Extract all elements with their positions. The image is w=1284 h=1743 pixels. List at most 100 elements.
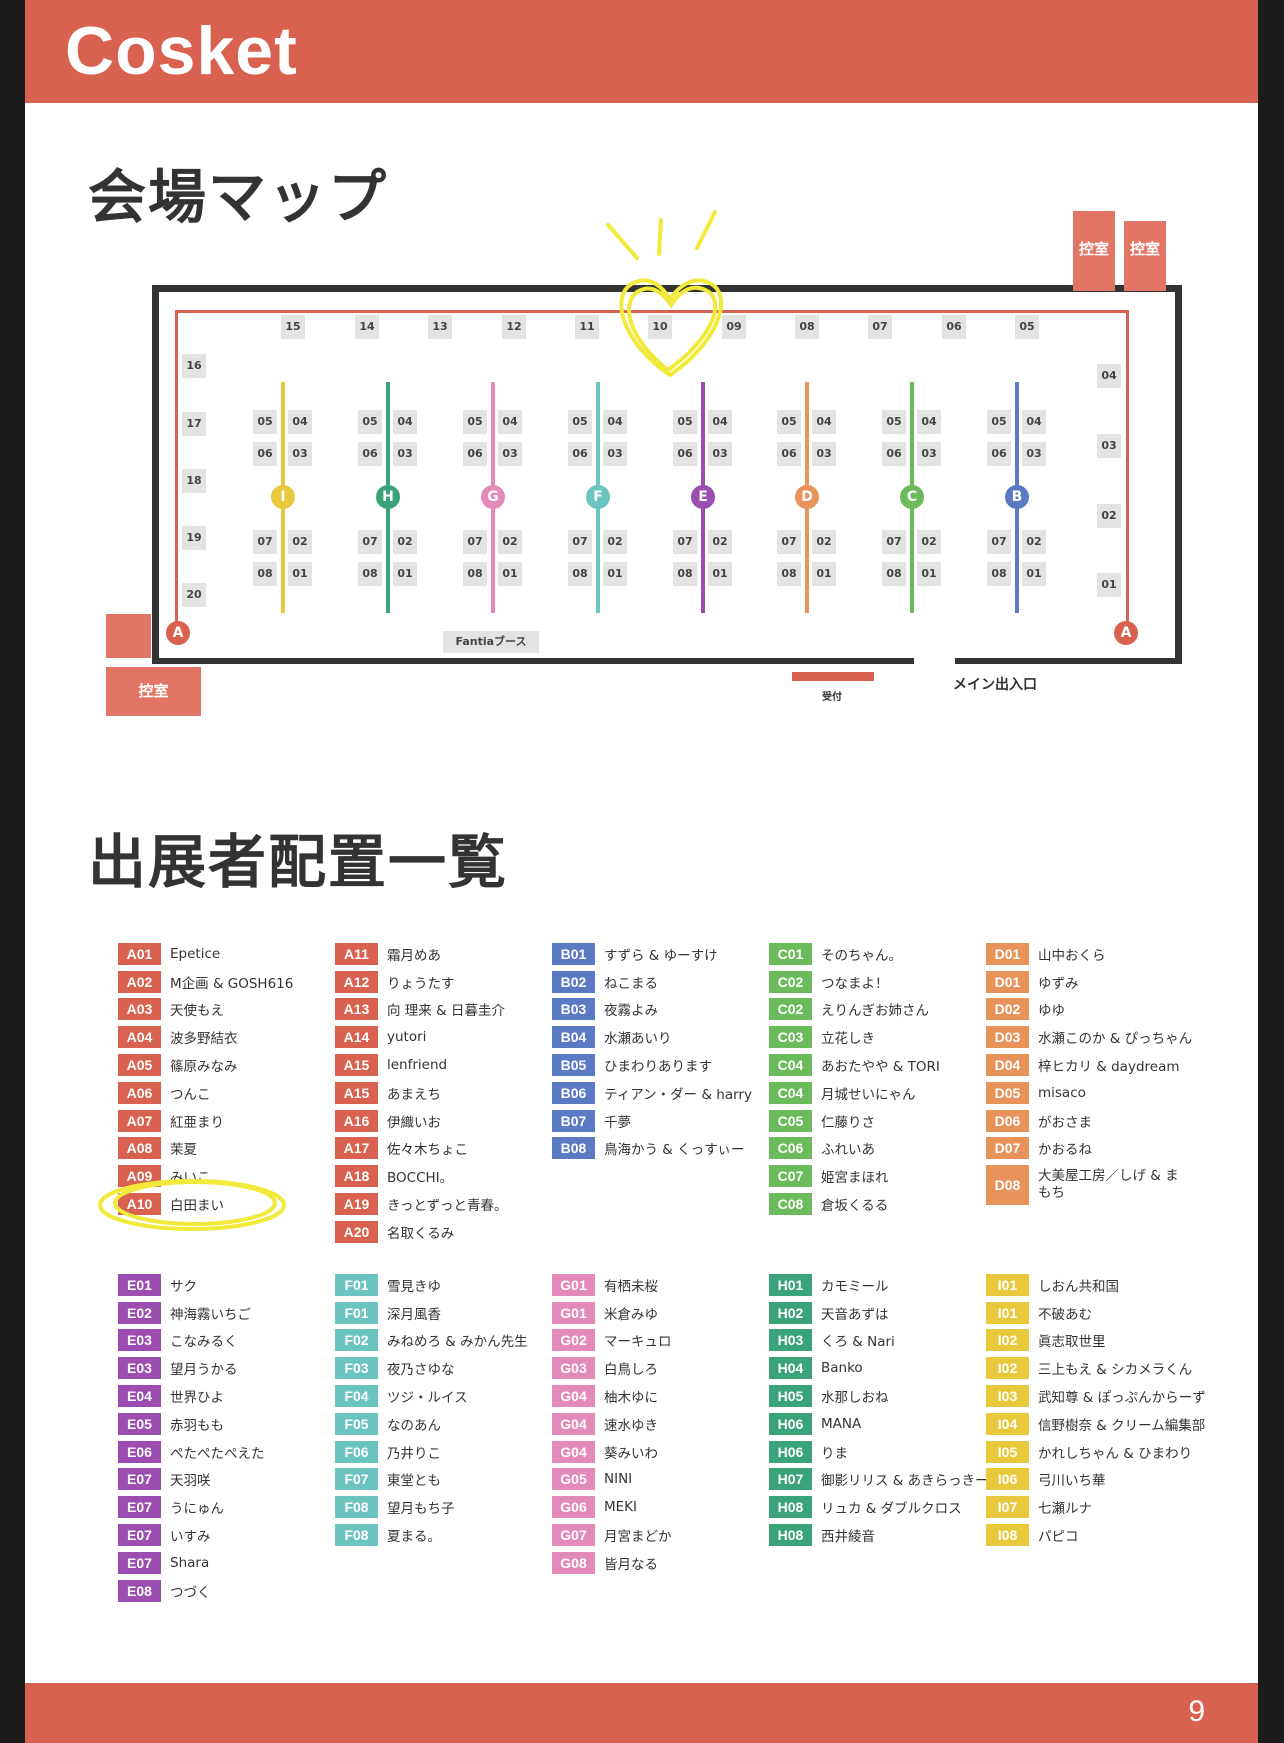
exhibitor-name: がおさま (1038, 1114, 1092, 1131)
exhibitor-name: 向 理来 & 日暮圭介 (387, 1003, 505, 1020)
booth-badge: D02 (986, 998, 1029, 1021)
booth-badge: H08 (769, 1524, 812, 1547)
booth-badge: G01 (552, 1301, 595, 1324)
island-booth: 04 (812, 410, 836, 434)
island-booth: 04 (288, 410, 312, 434)
reception-label: 受付 (822, 692, 842, 703)
exhibitor-name: 佐々木ちょこ (387, 1142, 468, 1159)
booth-badge: A10 (118, 1193, 161, 1216)
exhibitor-name: 篠原みなみ (170, 1059, 238, 1076)
island-booth: 07 (463, 530, 487, 554)
booth-badge: D01 (986, 942, 1029, 965)
wall-right (1175, 285, 1182, 663)
booth-badge: E08 (118, 1579, 161, 1602)
exhibitor-name: すずら & ゆーすけ (604, 947, 718, 964)
booth-badge: E07 (118, 1551, 161, 1574)
island-booth: 07 (987, 530, 1011, 554)
booth-badge: E03 (118, 1357, 161, 1380)
island-booth: 03 (708, 442, 732, 466)
exhibitor-row: B03 夜霧よみ (552, 996, 767, 1024)
booth-badge: A06 (118, 1081, 161, 1104)
exhibitor-name: 西井綾音 (821, 1529, 875, 1546)
island-booth: 01 (1022, 562, 1046, 586)
island-booth: 03 (393, 442, 417, 466)
exhibitor-name: 雪見きゆ (387, 1278, 441, 1295)
exhibitor-name: つづく (170, 1584, 211, 1601)
exhibitor-name: 鳥海かう & くっすぃー (604, 1142, 745, 1159)
exhibitor-name: 不破あむ (1038, 1306, 1092, 1323)
island-booth: 02 (603, 530, 627, 554)
booth-badge: F08 (335, 1524, 378, 1547)
exhibitor-name: かおるね (1038, 1142, 1092, 1159)
booth-badge: I03 (986, 1385, 1029, 1408)
booth-badge: C03 (769, 1026, 812, 1049)
booth-badge: B03 (552, 998, 595, 1021)
island-booth: 03 (288, 442, 312, 466)
island-booth: 01 (812, 562, 836, 586)
exhibitor-name: 夜霧よみ (604, 1003, 658, 1020)
red-line-left (175, 310, 178, 630)
booth-badge: I07 (986, 1496, 1029, 1519)
booth-badge: B04 (552, 1026, 595, 1049)
island-booth: 02 (498, 530, 522, 554)
booth-badge: D08 (986, 1164, 1029, 1205)
booth-badge: H06 (769, 1412, 812, 1435)
exhibitor-name: りま (821, 1445, 848, 1462)
exhibitor-name: 立花しき (821, 1031, 875, 1048)
booth-badge: E05 (118, 1412, 161, 1435)
island-booth: 04 (393, 410, 417, 434)
aisle-marker-i: I (271, 485, 295, 509)
island-booth: 07 (777, 530, 801, 554)
booth-badge: G06 (552, 1496, 595, 1519)
exhibitor-name: りょうたす (387, 975, 455, 992)
booth-badge: A11 (335, 942, 378, 965)
booth-top: 13 (428, 315, 452, 339)
booth-badge: H01 (769, 1273, 812, 1296)
red-line-right (1126, 310, 1129, 630)
booth-badge: C04 (769, 1054, 812, 1077)
booth-badge: B08 (552, 1137, 595, 1160)
island-booth: 03 (1022, 442, 1046, 466)
island-booth: 06 (673, 442, 697, 466)
booth-badge: F03 (335, 1357, 378, 1380)
booth-badge: F05 (335, 1412, 378, 1435)
exhibitor-name: 夜乃さゆな (387, 1362, 455, 1379)
island-booth: 07 (882, 530, 906, 554)
exhibitor-row: B08 鳥海かう & くっすぃー (552, 1135, 767, 1163)
booth-badge: F07 (335, 1468, 378, 1491)
room-top-2: 控室 (1124, 221, 1166, 291)
exhibitor-name: リュカ & ダブルクロス (821, 1501, 962, 1518)
exhibitor-name: 皆月なる (604, 1556, 658, 1573)
fantia-booth: Fantiaブース (443, 631, 539, 653)
